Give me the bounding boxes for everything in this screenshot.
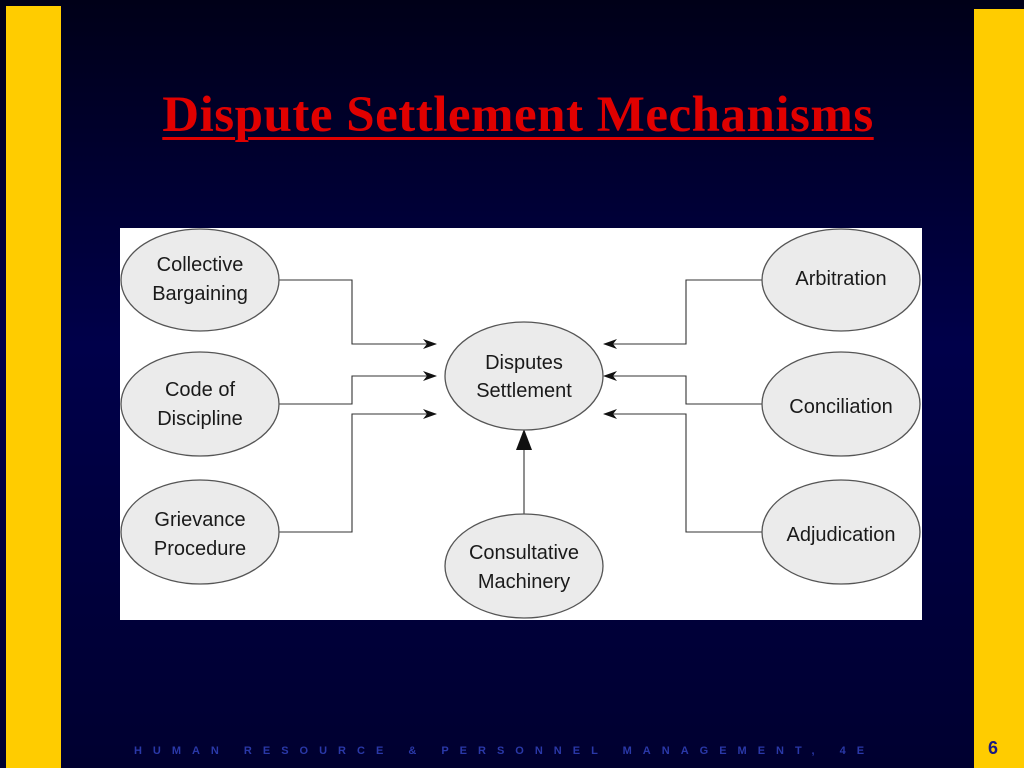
- connector-conciliation: [603, 371, 762, 405]
- node-grievance-procedure: Grievance Procedure: [120, 479, 280, 585]
- connector-adjudication: [603, 409, 762, 533]
- node-grievance-procedure-line-1: Grievance: [154, 509, 245, 531]
- footer-book-title: HUMAN RESOURCE & PERSONNEL MANAGEMENT, 4…: [133, 745, 876, 757]
- node-consultative-machinery-line-2: Machinery: [478, 571, 570, 593]
- node-collective-bargaining: Collective Bargaining: [120, 228, 280, 332]
- node-disputes-settlement-line-2: Settlement: [476, 380, 572, 402]
- node-arbitration: Arbitration: [761, 228, 921, 332]
- page-number: 6: [988, 738, 999, 758]
- node-conciliation-label: Conciliation: [789, 396, 892, 418]
- diagram-panel: Disputes Settlement Collective Bargainin…: [120, 228, 922, 620]
- node-conciliation: Conciliation: [761, 351, 921, 457]
- node-disputes-settlement: Disputes Settlement: [444, 321, 604, 431]
- left-accent-bar: [6, 6, 61, 768]
- connector-arbitration: [603, 279, 762, 349]
- slide-title: Dispute Settlement Mechanisms: [162, 87, 874, 143]
- node-grievance-procedure-line-2: Procedure: [154, 538, 246, 560]
- node-consultative-machinery-line-1: Consultative: [469, 542, 579, 564]
- dispute-settlement-diagram: Disputes Settlement Collective Bargainin…: [120, 228, 921, 619]
- node-adjudication-label: Adjudication: [787, 524, 896, 546]
- node-code-of-discipline-line-1: Code of: [165, 379, 235, 401]
- node-consultative-machinery: Consultative Machinery: [444, 513, 604, 619]
- node-disputes-settlement-line-1: Disputes: [485, 352, 563, 374]
- right-accent-bar: [974, 9, 1024, 768]
- node-adjudication: Adjudication: [761, 479, 921, 585]
- node-collective-bargaining-line-1: Collective: [157, 254, 244, 276]
- node-code-of-discipline: Code of Discipline: [120, 351, 280, 457]
- node-code-of-discipline-line-2: Discipline: [157, 408, 243, 430]
- node-collective-bargaining-line-2: Bargaining: [152, 283, 248, 305]
- connector-grievance-procedure: [278, 409, 437, 533]
- connector-collective-bargaining: [278, 279, 437, 349]
- arrowhead-up: [516, 429, 532, 450]
- connector-code-of-discipline: [278, 371, 437, 405]
- node-arbitration-label: Arbitration: [795, 268, 886, 290]
